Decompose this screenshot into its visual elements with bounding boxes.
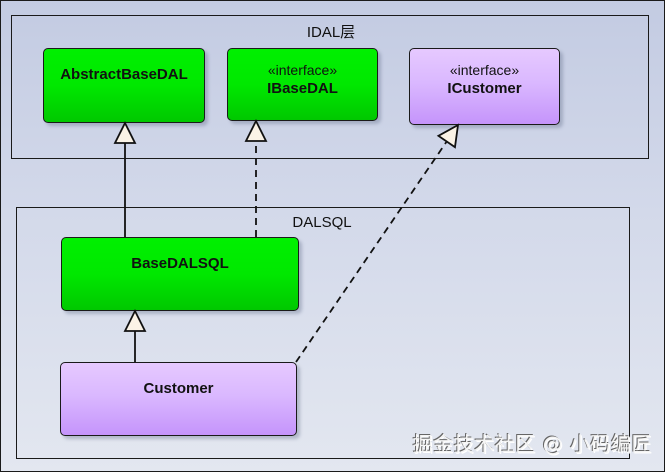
class-name: BaseDALSQL [131, 255, 229, 272]
stereotype-label: «interface» [449, 62, 520, 78]
package-dalsql-label: DALSQL [292, 214, 352, 231]
stereotype-label: «interface» [267, 62, 338, 78]
class-name: IBaseDAL [267, 80, 338, 97]
watermark-text: 掘金技术社区 @ 小码编匠 [412, 432, 652, 456]
class-customer[interactable]: Customer [60, 362, 297, 436]
class-name: ICustomer [447, 80, 522, 97]
class-name: AbstractBaseDAL [60, 66, 188, 83]
class-ibase-dal[interactable]: «interface» IBaseDAL [227, 48, 378, 121]
class-icustomer[interactable]: «interface» ICustomer [409, 48, 560, 125]
class-abstract-base-dal[interactable]: AbstractBaseDAL [43, 48, 205, 123]
class-base-dal-sql[interactable]: BaseDALSQL [61, 237, 299, 311]
package-idal-label: IDAL层 [306, 24, 356, 41]
class-name: Customer [143, 380, 214, 397]
